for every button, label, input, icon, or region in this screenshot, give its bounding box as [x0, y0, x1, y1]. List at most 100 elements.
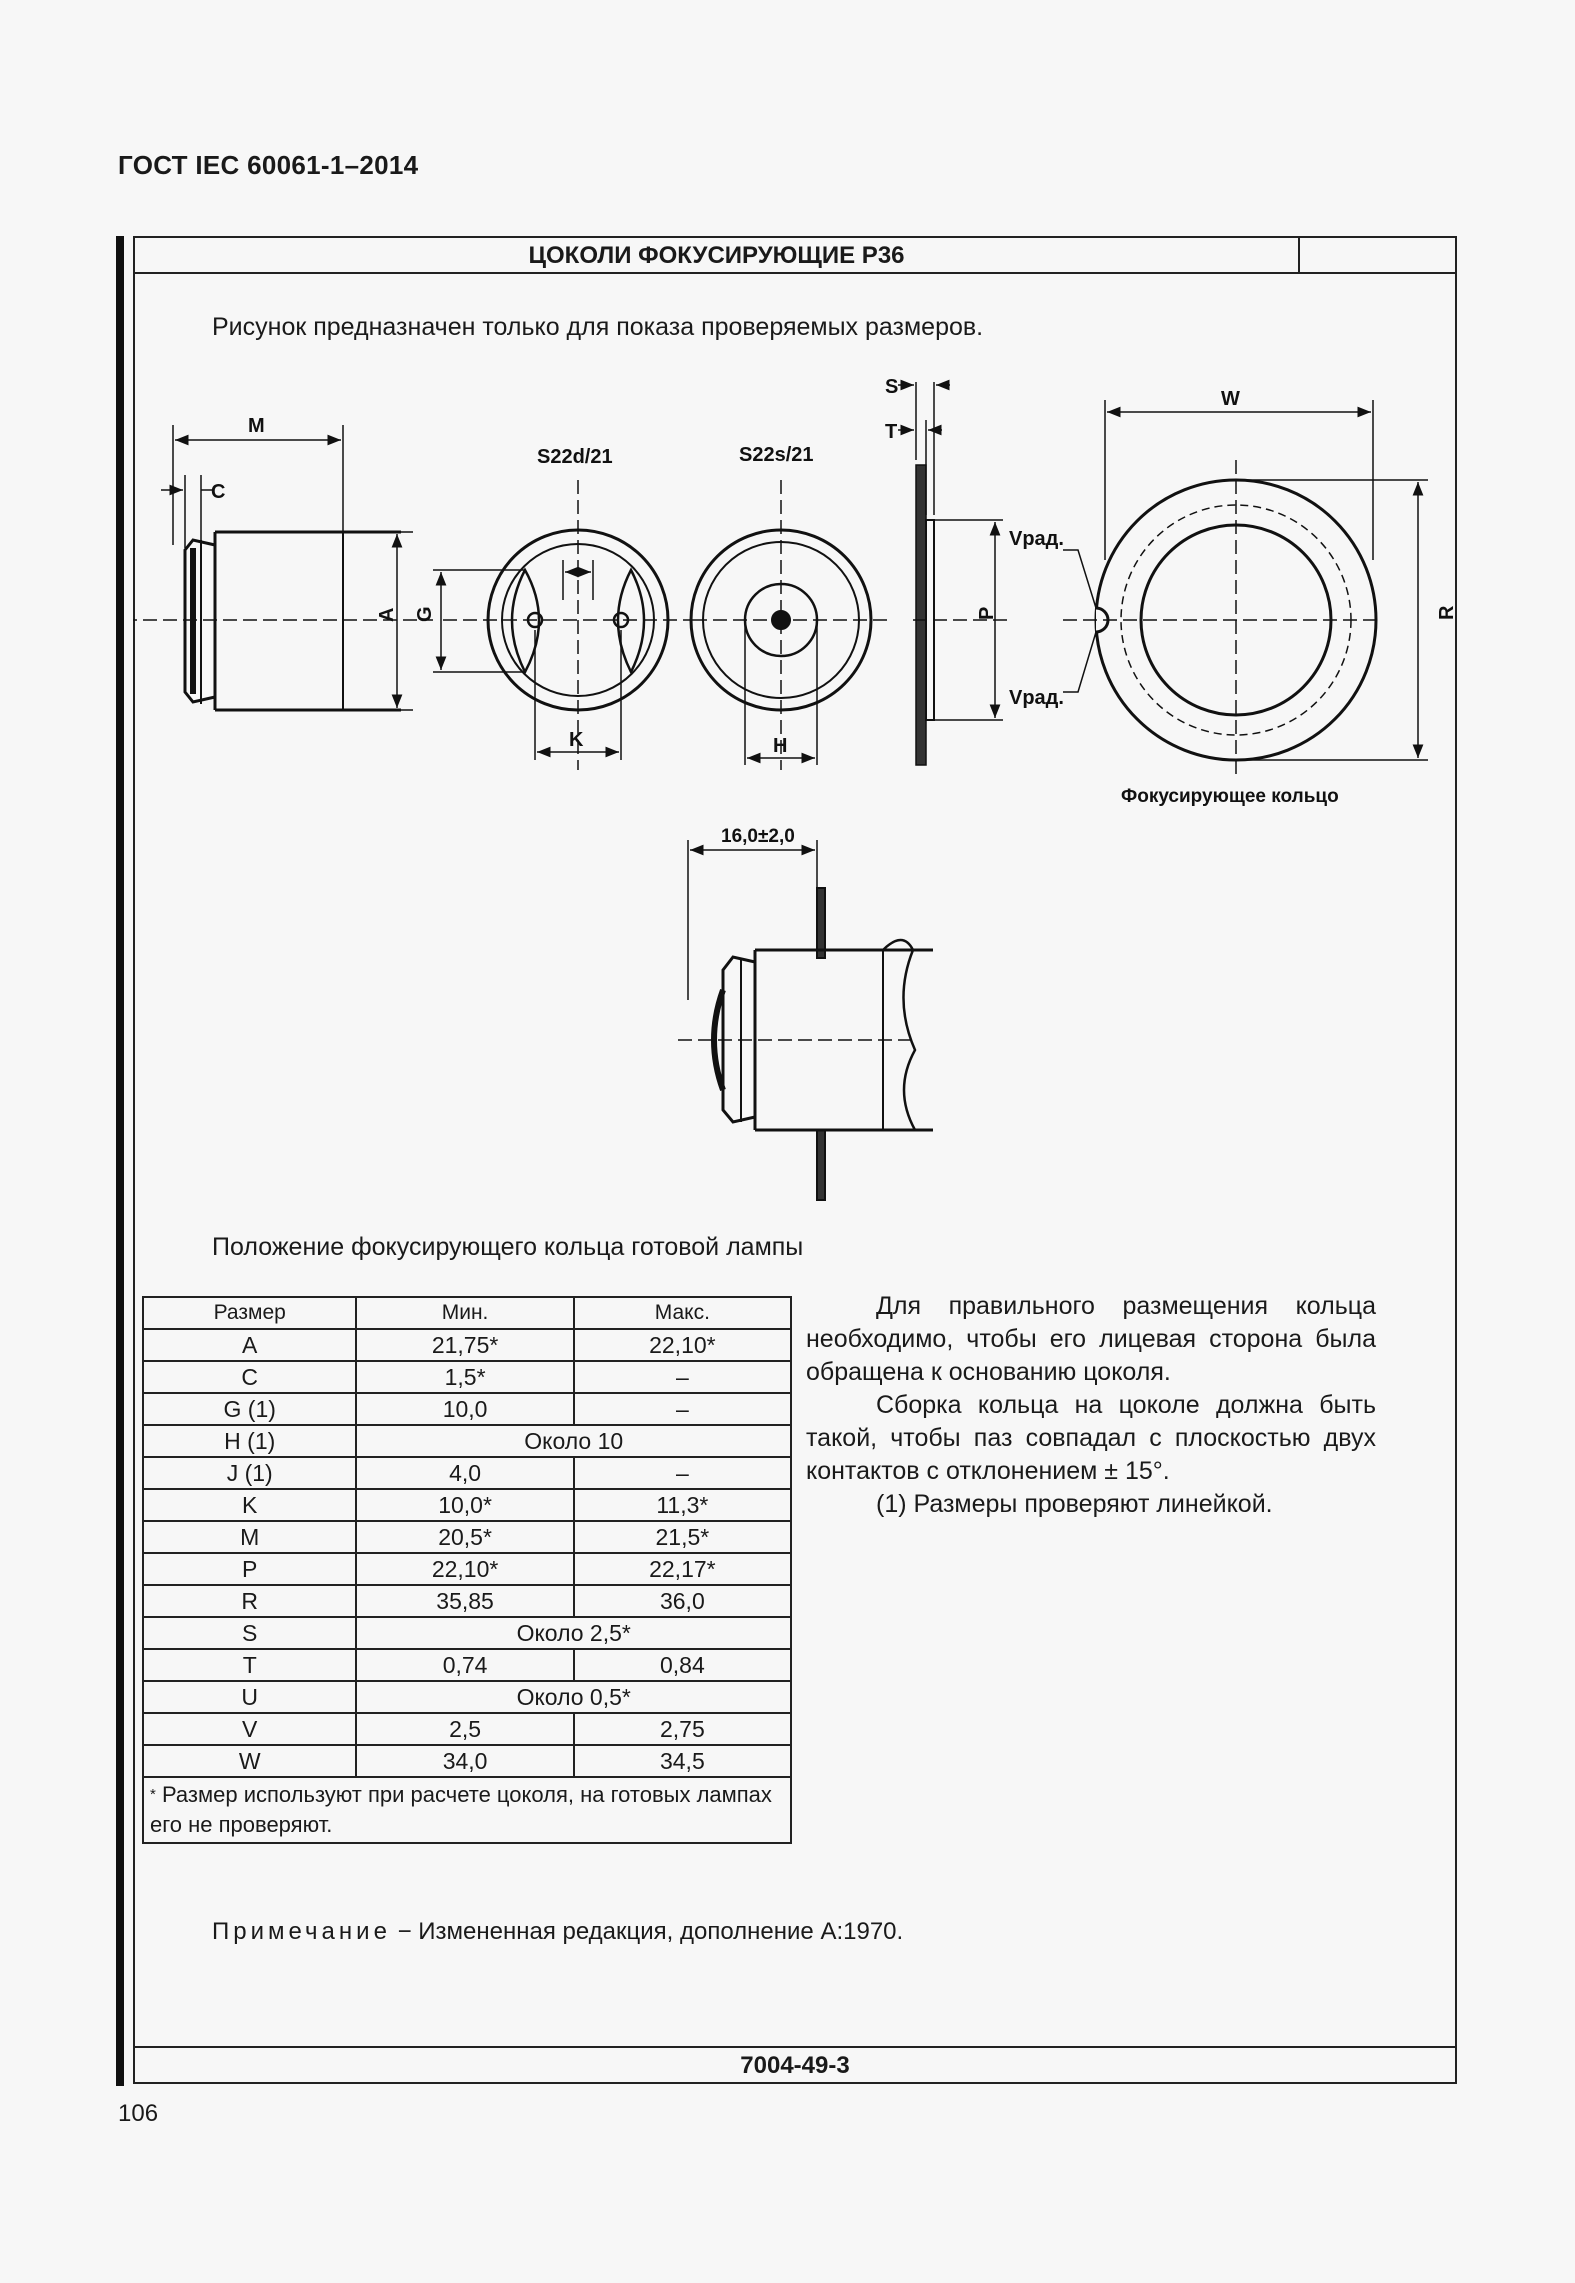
footnote-mark: *	[150, 1786, 156, 1803]
cell-dim: C	[141, 1360, 358, 1394]
header-min: Мин.	[355, 1296, 575, 1330]
label-r: R	[1436, 605, 1457, 620]
cell-max: 21,5*	[572, 1520, 793, 1554]
cell-dim: M	[141, 1520, 358, 1554]
standard-designation: ГОСТ IEC 60061-1–2014	[118, 150, 419, 180]
cell-min: 34,0	[355, 1744, 575, 1778]
cell-min: 4,0	[355, 1456, 575, 1490]
table-row: J (1)4,0–	[141, 1456, 793, 1490]
cell-max: 34,5	[572, 1744, 793, 1778]
cell-min: 10,0	[355, 1392, 575, 1426]
label-v-top: Vрад.	[1009, 528, 1064, 550]
side-paragraph: Для правильного размещения кольца необхо…	[806, 1292, 1376, 1386]
cell-dim: R	[141, 1584, 358, 1618]
cell-min: 10,0*	[355, 1488, 575, 1522]
header-size: Размер	[141, 1296, 358, 1330]
assembled-lamp-view	[678, 840, 933, 1201]
label-ring-position: 16,0±2,0	[721, 826, 795, 847]
page-number: 106	[118, 2100, 159, 2127]
label-a: A	[376, 608, 398, 622]
label-m: M	[248, 415, 265, 437]
cell-min: 21,75*	[355, 1328, 575, 1362]
cell-approx: Около 0,5*	[355, 1680, 792, 1714]
cell-dim: K	[141, 1488, 358, 1522]
cell-min: 0,74	[355, 1648, 575, 1682]
sheet-title-row: ЦОКОЛИ ФОКУСИРУЮЩИЕ P36	[135, 238, 1455, 274]
cell-dim: H (1)	[141, 1424, 358, 1458]
note-text: − Измененная редакция, дополнение A:1970…	[390, 1918, 904, 1945]
side-notes: Для правильного размещения кольца необхо…	[806, 1290, 1376, 1521]
cap-side-view	[133, 425, 433, 712]
label-w: W	[1221, 388, 1240, 410]
cell-dim: W	[141, 1744, 358, 1778]
cell-min: 2,5	[355, 1712, 575, 1746]
title-divider	[1298, 238, 1300, 272]
table-footnote-row: * Размер используют при расчете цоколя, …	[142, 1776, 792, 1844]
ring-side-view	[898, 379, 1013, 766]
label-h: H	[773, 735, 787, 757]
label-k: K	[569, 729, 584, 751]
cell-dim: G (1)	[141, 1392, 358, 1426]
intro-text: Рисунок предназначен только для показа п…	[212, 313, 984, 341]
cell-max: 2,75	[572, 1712, 793, 1746]
cell-dim: T	[141, 1648, 358, 1682]
cell-approx: Около 2,5*	[355, 1616, 792, 1650]
cell-max: 0,84	[572, 1648, 793, 1682]
cell-min: 22,10*	[355, 1552, 575, 1586]
label-s: S	[885, 376, 898, 398]
sheet-number: 7004-49-3	[740, 2052, 850, 2079]
cell-max: –	[572, 1360, 793, 1394]
cap-drawing: M C A G K H S22d/21 S22s/21 S T P W R Vр…	[133, 376, 1457, 1201]
label-g: G	[414, 606, 436, 622]
cell-approx: Около 10	[355, 1424, 792, 1458]
focusing-ring-view	[1063, 400, 1428, 780]
table-row: G (1)10,0–	[141, 1392, 793, 1426]
side-paragraph: Сборка кольца на цоколе должна быть тако…	[806, 1391, 1376, 1485]
view-s22s	[689, 480, 893, 770]
standard-sheet: ЦОКОЛИ ФОКУСИРУЮЩИЕ P36 7004-49-3	[133, 236, 1457, 2084]
side-paragraph: (1) Размеры проверяют линейкой.	[876, 1490, 1273, 1518]
note: Примечание − Измененная редакция, дополн…	[212, 1918, 903, 1946]
header-max: Макс.	[572, 1296, 793, 1330]
label-focusing-ring: Фокусирующее кольцо	[1121, 786, 1339, 807]
figure-caption: Положение фокусирующего кольца готовой л…	[212, 1233, 804, 1261]
cell-dim: V	[141, 1712, 358, 1746]
cell-max: 36,0	[572, 1584, 793, 1618]
label-view-s22d: S22d/21	[537, 446, 613, 468]
cell-dim: U	[141, 1680, 358, 1714]
table-row: H (1)Около 10	[141, 1424, 792, 1458]
footnote-text: Размер используют при расчете цоколя, на…	[150, 1782, 772, 1837]
cell-min: 1,5*	[355, 1360, 575, 1394]
cell-min: 20,5*	[355, 1520, 575, 1554]
cell-min: 35,85	[355, 1584, 575, 1618]
label-view-s22s: S22s/21	[739, 444, 814, 466]
cell-max: –	[572, 1456, 793, 1490]
label-t: T	[885, 421, 897, 443]
label-v-bottom: Vрад.	[1009, 687, 1064, 709]
label-p: P	[976, 607, 998, 620]
cell-max: 22,10*	[572, 1328, 793, 1362]
table-footnote: * Размер используют при расчете цоколя, …	[142, 1776, 792, 1844]
cell-dim: S	[141, 1616, 358, 1650]
cell-max: –	[572, 1392, 793, 1426]
note-label: Примечание	[212, 1918, 391, 1945]
cell-dim: P	[141, 1552, 358, 1586]
cell-max: 11,3*	[572, 1488, 793, 1522]
cell-dim: A	[141, 1328, 358, 1362]
sheet-margin-bar	[116, 236, 124, 2086]
label-c: C	[211, 481, 225, 503]
sheet-footer-row: 7004-49-3	[135, 2046, 1455, 2082]
cell-max: 22,17*	[572, 1552, 793, 1586]
